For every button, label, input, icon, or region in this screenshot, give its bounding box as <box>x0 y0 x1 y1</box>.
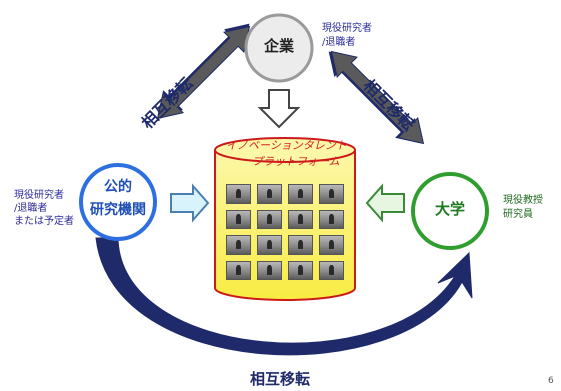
university-label: 大学 <box>434 200 465 218</box>
thumbnail-image <box>288 235 313 255</box>
thumbnail-image <box>257 260 282 280</box>
public-institution-label-line1: 公的 <box>104 179 132 195</box>
company-note-line2: /退職者 <box>322 37 356 48</box>
platform-label-line1: イノベーションタレント <box>226 139 347 152</box>
thumbnail-image <box>257 209 282 229</box>
hollow-right-arrow-icon <box>170 183 210 223</box>
thumbnail-image <box>288 260 313 280</box>
thumbnail-image <box>288 184 313 204</box>
thumbnail-image <box>226 184 251 204</box>
page-number: 6 <box>548 376 554 386</box>
platform-thumbnail-grid <box>226 184 344 280</box>
university-note-line1: 現役教授 <box>503 195 543 206</box>
public-institution-note-line3: または予定者 <box>14 216 74 227</box>
public-institution-label-line2: 研究機関 <box>90 202 146 218</box>
platform-label-line2: プラットフォーム <box>252 155 340 168</box>
company-note-line1: 現役研究者 <box>322 23 372 34</box>
thumbnail-image <box>226 209 251 229</box>
double-headed-arrow-icon <box>328 50 425 145</box>
university-note-line2: 研究員 <box>503 209 533 220</box>
thumbnail-image <box>319 209 344 229</box>
thumbnail-image <box>288 209 313 229</box>
mobility-label-bottom: 相互移転 <box>250 370 311 388</box>
thumbnail-image <box>257 184 282 204</box>
thumbnail-image <box>319 235 344 255</box>
company-label: 企業 <box>263 37 294 55</box>
university-circle <box>411 172 489 250</box>
thumbnail-image <box>226 235 251 255</box>
thumbnail-image <box>319 260 344 280</box>
thumbnail-image <box>319 184 344 204</box>
company-circle <box>244 13 314 83</box>
public-institution-note-line2: /退職者 <box>14 203 48 214</box>
hollow-down-arrow-icon <box>257 89 301 129</box>
public-institution-circle <box>79 163 157 241</box>
thumbnail-image <box>226 260 251 280</box>
public-institution-note-line1: 現役研究者 <box>14 190 64 201</box>
hollow-left-arrow-icon <box>365 183 405 223</box>
thumbnail-image <box>257 235 282 255</box>
curved-arrow-icon <box>95 237 473 356</box>
